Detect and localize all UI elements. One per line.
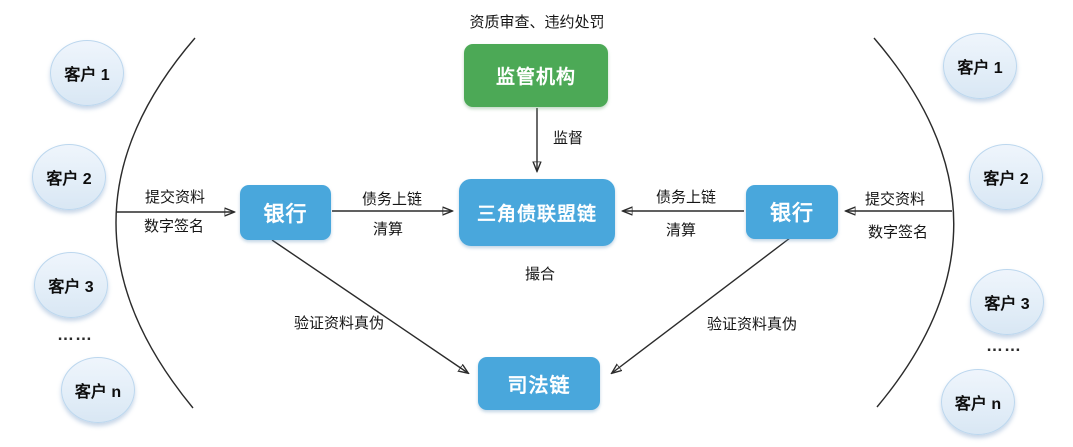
customer-ellipse-right-3: 客户 3 bbox=[970, 269, 1044, 335]
customer-label: 客户 1 bbox=[64, 67, 110, 84]
customer-label: 客户 n bbox=[74, 384, 122, 401]
label-verify-materials-left: 验证资料真伪 bbox=[293, 315, 385, 332]
arrow-right-bank-to-judicial bbox=[612, 237, 791, 373]
ellipsis-left: …… bbox=[57, 325, 93, 344]
customer-ellipse-right-n: 客户 n bbox=[941, 369, 1015, 435]
label-matchmaking: 撮合 bbox=[524, 266, 556, 283]
node-judicial-chain: 司法链 bbox=[478, 357, 600, 410]
customer-label: 客户 3 bbox=[984, 296, 1030, 313]
customer-ellipse-right-1: 客户 1 bbox=[943, 33, 1017, 99]
ellipsis-right: …… bbox=[986, 336, 1022, 355]
label-clearing-left: 清算 bbox=[372, 221, 404, 238]
customer-label: 客户 2 bbox=[983, 171, 1029, 188]
customer-ellipse-left-3: 客户 3 bbox=[34, 252, 108, 318]
right-customers-brace-arc bbox=[873, 37, 955, 408]
node-bank-left-label: 银行 bbox=[263, 202, 308, 226]
label-qualification-review: 资质审查、违约处罚 bbox=[469, 14, 605, 31]
label-supervise: 监督 bbox=[553, 130, 584, 147]
label-submit-materials-right: 提交资料 bbox=[864, 191, 926, 208]
node-regulator: 监管机构 bbox=[464, 44, 608, 107]
customer-label: 客户 1 bbox=[957, 60, 1003, 77]
customer-ellipse-right-2: 客户 2 bbox=[969, 144, 1043, 210]
label-digital-signature-left: 数字签名 bbox=[143, 218, 205, 235]
left-customers-brace-arc bbox=[115, 37, 196, 409]
customer-ellipse-left-n: 客户 n bbox=[61, 357, 135, 423]
label-debt-onchain-left: 债务上链 bbox=[361, 191, 423, 208]
customer-ellipse-left-2: 客户 2 bbox=[32, 144, 106, 210]
customer-label: 客户 n bbox=[954, 396, 1002, 413]
label-digital-signature-right: 数字签名 bbox=[867, 224, 929, 241]
node-regulator-label: 监管机构 bbox=[495, 67, 576, 88]
node-bank-right: 银行 bbox=[746, 185, 838, 239]
arrow-left-bank-to-judicial bbox=[271, 239, 468, 373]
node-alliance-chain: 三角债联盟链 bbox=[459, 179, 615, 246]
label-submit-materials-left: 提交资料 bbox=[144, 189, 206, 206]
customer-label: 客户 2 bbox=[46, 171, 92, 188]
node-alliance-chain-label: 三角债联盟链 bbox=[476, 204, 597, 225]
node-bank-left: 银行 bbox=[240, 185, 331, 240]
node-bank-right-label: 银行 bbox=[770, 202, 814, 225]
customer-label: 客户 3 bbox=[48, 279, 94, 296]
label-verify-materials-right: 验证资料真伪 bbox=[706, 316, 798, 333]
customer-ellipse-left-1: 客户 1 bbox=[50, 40, 124, 106]
node-judicial-chain-label: 司法链 bbox=[507, 375, 571, 397]
label-clearing-right: 清算 bbox=[665, 222, 697, 239]
label-debt-onchain-right: 债务上链 bbox=[655, 189, 717, 206]
